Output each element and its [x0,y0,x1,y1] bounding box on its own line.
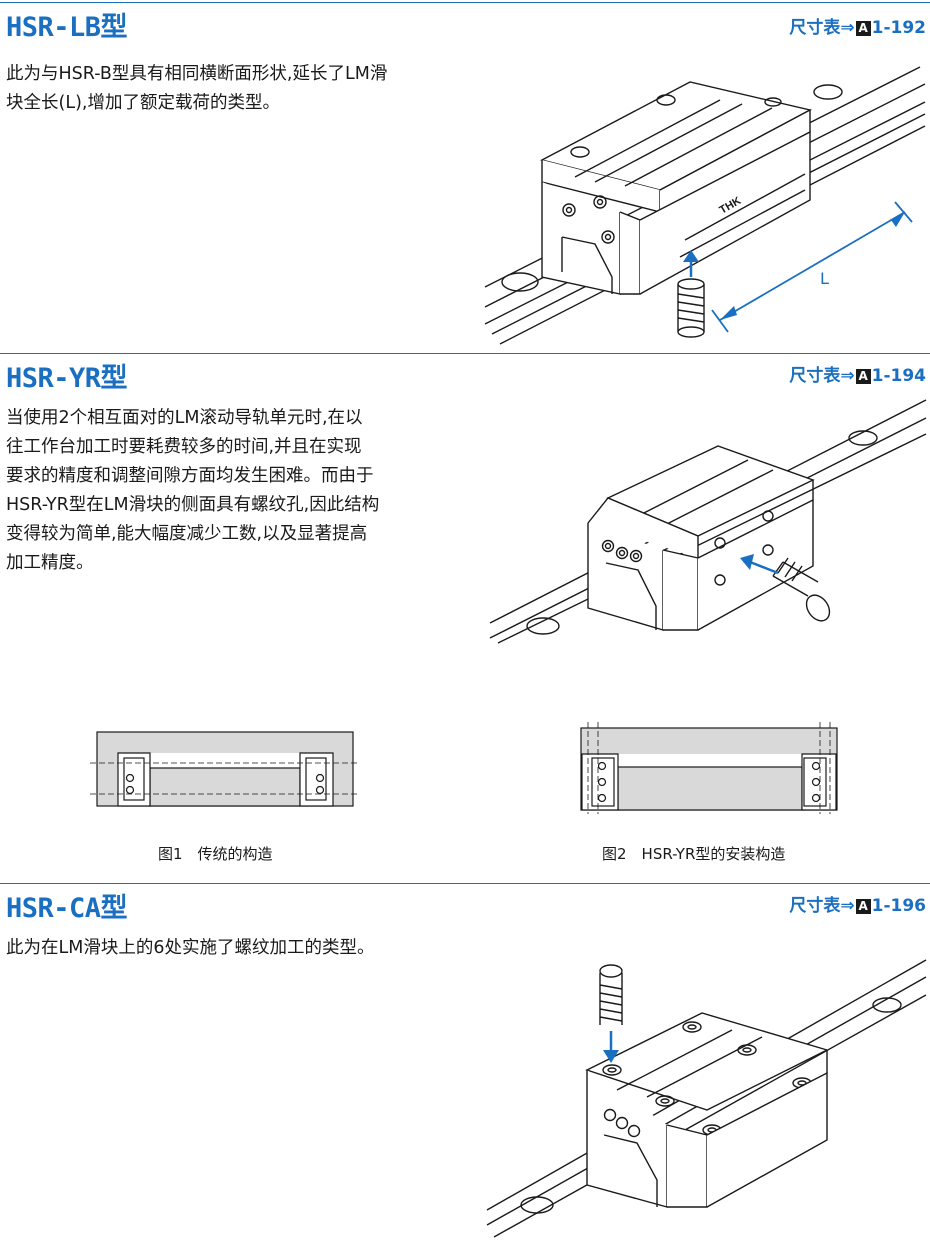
description-line: 此为与HSR-B型具有相同横断面形状,延长了LM滑 [6,64,388,84]
figure-1-diagram [90,731,360,807]
figure-2-diagram [580,722,838,814]
section-description-lb: 此为与HSR-B型具有相同横断面形状,延长了LM滑 块全长(L),增加了额定载荷… [6,60,387,118]
section-title-lb: HSR-LB型 [6,12,128,43]
ref-page: 1-192 [871,18,926,38]
section-rule-lb [0,2,930,3]
description-line: 此为在LM滑块上的6处实施了螺纹加工的类型。 [6,938,375,958]
ref-page: 1-196 [871,896,926,916]
dimension-label-l: L [820,269,829,288]
ref-label: 尺寸表⇒ [789,366,855,386]
section-rule-yr [0,353,930,354]
description-line: 往工作台加工时要耗费较多的时间,并且在实现 [6,437,362,457]
a-box-icon: A [855,369,871,384]
description-line: HSR-YR型在LM滑块的侧面具有螺纹孔,因此结构 [6,495,380,515]
description-line: 当使用2个相互面对的LM滚动导轨单元时,在以 [6,408,363,428]
hsr-lb-illustration: THK L [484,66,926,345]
description-line: 变得较为简单,能大幅度减少工数,以及显著提高 [6,524,368,544]
ref-label: 尺寸表⇒ [789,896,855,916]
section-rule-ca [0,883,930,884]
a-box-icon: A [855,21,871,36]
a-box-icon: A [855,899,871,914]
section-description-ca: 此为在LM滑块上的6处实施了螺纹加工的类型。 [6,934,374,963]
section-description-yr: 当使用2个相互面对的LM滚动导轨单元时,在以 往工作台加工时要耗费较多的时间,并… [6,404,379,578]
section-title-yr: HSR-YR型 [6,363,128,394]
figure-2-caption: 图2 HSR-YR型的安装构造 [602,845,786,863]
hsr-ca-illustration [486,959,927,1238]
description-line: 要求的精度和调整间隙方面均发生困难。而由于 [6,466,374,486]
ref-label: 尺寸表⇒ [789,18,855,38]
hsr-yr-illustration [489,399,927,644]
description-line: 块全长(L),增加了额定载荷的类型。 [6,93,280,113]
section-title-ca: HSR-CA型 [6,893,128,924]
figure-1-caption: 图1 传统的构造 [158,845,273,863]
description-line: 加工精度。 [6,553,94,573]
ref-page: 1-194 [871,366,926,386]
